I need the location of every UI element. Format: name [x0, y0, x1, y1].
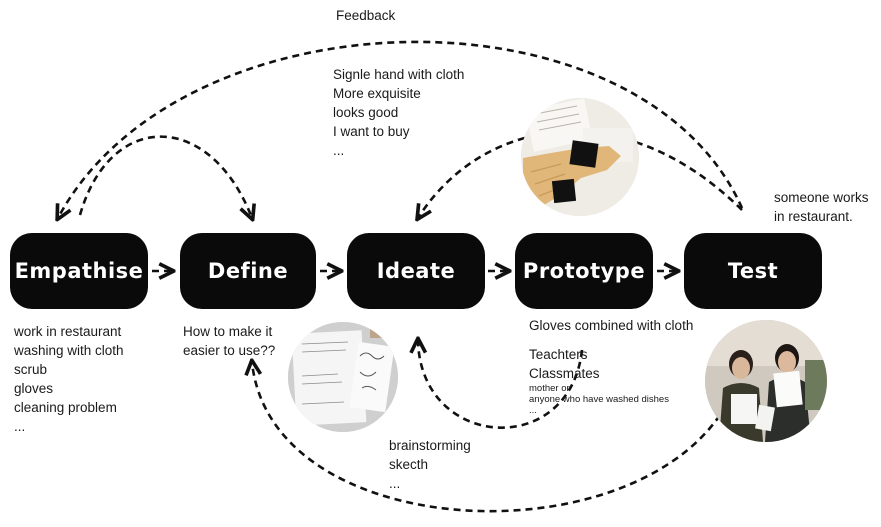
empathise-define-arc: [78, 135, 252, 218]
note-line: gloves: [14, 381, 54, 396]
note-line: How to make it: [183, 324, 273, 339]
note-line: work in restaurant: [14, 324, 122, 339]
lower-loop-arrow: [418, 340, 584, 429]
bottom-feedback-arrow: [252, 362, 722, 513]
note-line: easier to use??: [183, 343, 276, 358]
note-line: in restaurant.: [774, 209, 853, 224]
test-users-photo: [705, 320, 827, 442]
note-line: looks good: [333, 105, 399, 120]
note-line: More exquisite: [333, 86, 421, 101]
define-notes: How to make it easier to use??: [183, 322, 275, 360]
stage-prototype: Prototype: [515, 233, 653, 309]
brainstorm-sketch-photo: [288, 322, 398, 432]
note-line: ...: [529, 405, 537, 416]
brainstorm-notes: brainstorming skecth ...: [389, 436, 471, 493]
empathise-notes: work in restaurant washing with cloth sc…: [14, 322, 124, 436]
note-line: anyone who have washed dishes: [529, 394, 669, 405]
note-line: ...: [14, 419, 26, 434]
stage-label: Define: [207, 259, 289, 283]
note-line: brainstorming: [389, 438, 471, 453]
note-line: I want to buy: [333, 124, 410, 139]
note-line: ...: [389, 476, 401, 491]
note-line: Signle hand with cloth: [333, 67, 465, 82]
prototype-people: Teachters Classmates: [529, 345, 600, 383]
prototype-glove-photo: [521, 98, 639, 216]
note-line: ...: [333, 143, 345, 158]
test-notes: someone works in restaurant.: [774, 188, 869, 226]
note-line: mother or: [529, 383, 570, 394]
prototype-notes-main: Gloves combined with cloth: [529, 318, 694, 333]
stage-label: Empathise: [14, 259, 144, 283]
ideate-notes: Signle hand with cloth More exquisite lo…: [333, 65, 464, 160]
stage-empathise: Empathise: [10, 233, 148, 309]
note-line: someone works: [774, 190, 869, 205]
note-line: washing with cloth: [14, 343, 124, 358]
stage-label: Test: [727, 259, 779, 283]
stage-label: Prototype: [522, 259, 646, 283]
stage-define: Define: [180, 233, 316, 309]
stage-ideate: Ideate: [347, 233, 485, 309]
feedback-arrow: [58, 40, 744, 218]
stage-test: Test: [684, 233, 822, 309]
note-line: Teachters: [529, 347, 588, 362]
note-line: cleaning problem: [14, 400, 117, 415]
prototype-small-notes: mother or anyone who have washed dishes …: [529, 383, 669, 416]
stage-label: Ideate: [376, 259, 456, 283]
feedback-label: Feedback: [336, 8, 396, 23]
note-line: skecth: [389, 457, 429, 472]
note-line: scrub: [14, 362, 48, 377]
note-line: Classmates: [529, 366, 600, 381]
